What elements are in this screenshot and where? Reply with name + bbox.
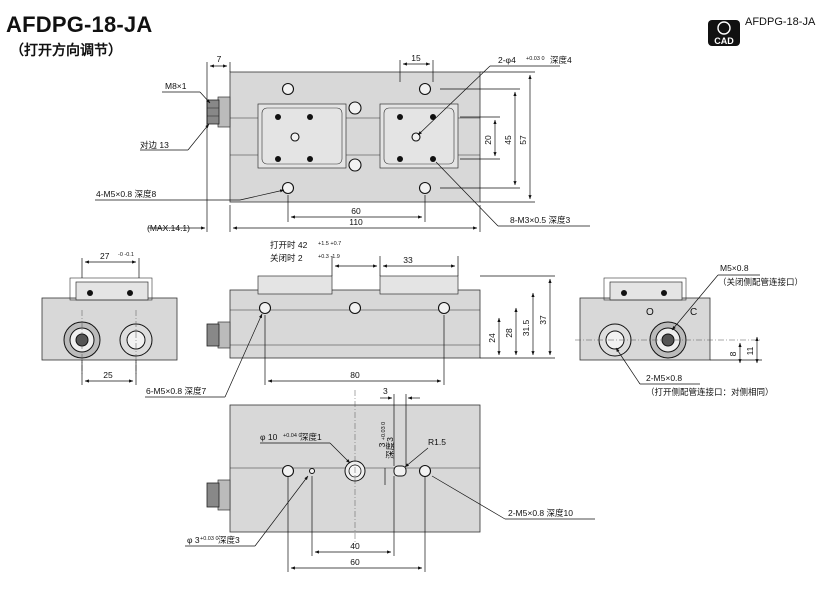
svg-text:(MAX.14.1): (MAX.14.1) xyxy=(147,223,190,233)
svg-text:24: 24 xyxy=(487,333,497,343)
top-jaw-left xyxy=(257,103,347,169)
svg-text:2-M5×0.8 深度10: 2-M5×0.8 深度10 xyxy=(508,508,573,518)
svg-text:25: 25 xyxy=(103,370,113,380)
svg-text:φ 10: φ 10 xyxy=(260,432,278,442)
page-title: AFDPG-18-JA xyxy=(6,12,153,37)
front-view-body xyxy=(229,289,481,359)
top-view: 7 15 57 45 20 60 110 (MAX.14.1) 2-φ4 +0.… xyxy=(95,53,590,233)
top-holes xyxy=(275,82,436,195)
svg-text:31.5: 31.5 xyxy=(521,319,531,336)
svg-text:110: 110 xyxy=(349,217,363,227)
svg-text:2-φ4: 2-φ4 xyxy=(498,55,516,65)
svg-text:+1.5 +0.7: +1.5 +0.7 xyxy=(318,241,341,247)
svg-text:+0.03 0: +0.03 0 xyxy=(200,536,219,542)
page-subtitle: （打开方向调节） xyxy=(10,42,122,58)
svg-text:（关闭侧配管连接口）: （关闭侧配管连接口） xyxy=(718,277,803,287)
bottom-view: 3 3 +0.03 0 深度3 R1.5 φ 10 +0.04 0 深度1 2-… xyxy=(185,386,595,572)
svg-text:M5×0.8: M5×0.8 xyxy=(720,263,749,273)
svg-text:15: 15 xyxy=(411,53,421,63)
svg-text:C: C xyxy=(690,307,697,318)
cad-icon[interactable]: CAD xyxy=(708,20,740,46)
front-view: 33 打开时 42 +1.5 +0.7 关闭时 2 +0.3 -1.9 37 3… xyxy=(145,240,555,398)
svg-text:M8×1: M8×1 xyxy=(165,81,187,91)
svg-text:8: 8 xyxy=(728,351,738,356)
svg-text:打开时 42: 打开时 42 xyxy=(270,240,308,250)
cad-model-label[interactable]: AFDPG-18-JA xyxy=(745,16,816,28)
svg-text:60: 60 xyxy=(350,557,360,567)
svg-text:28: 28 xyxy=(504,328,514,338)
right-view: O C 11 8 M5×0.8 （关闭侧配管连接口） 2-M5×0.8 （打开侧… xyxy=(575,263,803,397)
left-view: 27 -0 -0.1 25 xyxy=(41,251,178,385)
svg-text:4-M5×0.8 深度8: 4-M5×0.8 深度8 xyxy=(96,189,157,199)
svg-text:深度4: 深度4 xyxy=(550,55,572,65)
svg-text:-0 -0.1: -0 -0.1 xyxy=(118,252,134,258)
svg-text:φ 3: φ 3 xyxy=(187,535,200,545)
svg-text:80: 80 xyxy=(350,370,360,380)
svg-text:CAD: CAD xyxy=(714,36,734,46)
svg-text:33: 33 xyxy=(403,255,413,265)
svg-text:6-M5×0.8 深度7: 6-M5×0.8 深度7 xyxy=(146,386,207,396)
svg-text:8-M3×0.5 深度3: 8-M3×0.5 深度3 xyxy=(510,215,571,225)
svg-text:40: 40 xyxy=(350,541,360,551)
svg-text:O: O xyxy=(646,307,654,318)
svg-text:+0.04 0: +0.04 0 xyxy=(283,433,302,439)
svg-text:+0.03 0: +0.03 0 xyxy=(526,56,545,62)
svg-text:7: 7 xyxy=(217,54,222,64)
svg-text:关闭时 2: 关闭时 2 xyxy=(270,253,303,263)
svg-text:深度1: 深度1 xyxy=(300,432,322,442)
svg-text:+0.3 -1.9: +0.3 -1.9 xyxy=(318,254,340,260)
svg-text:60: 60 xyxy=(351,206,361,216)
svg-text:R1.5: R1.5 xyxy=(428,437,446,447)
svg-text:+0.03 0: +0.03 0 xyxy=(381,422,387,441)
svg-text:深度3: 深度3 xyxy=(385,437,395,459)
svg-text:3: 3 xyxy=(377,442,387,447)
svg-text:45: 45 xyxy=(503,135,513,145)
svg-text:3: 3 xyxy=(383,386,388,396)
svg-text:对边 13: 对边 13 xyxy=(140,140,169,150)
m8-fitting xyxy=(206,99,220,125)
svg-text:深度3: 深度3 xyxy=(218,535,240,545)
svg-text:（打开侧配管连接口：对侧相同）: （打开侧配管连接口：对侧相同） xyxy=(646,387,774,397)
svg-text:37: 37 xyxy=(538,315,548,325)
svg-text:20: 20 xyxy=(483,135,493,145)
svg-text:27: 27 xyxy=(100,251,110,261)
svg-text:11: 11 xyxy=(745,346,755,355)
svg-text:2-M5×0.8: 2-M5×0.8 xyxy=(646,373,682,383)
svg-text:57: 57 xyxy=(518,135,528,145)
left-view-body xyxy=(41,297,178,361)
